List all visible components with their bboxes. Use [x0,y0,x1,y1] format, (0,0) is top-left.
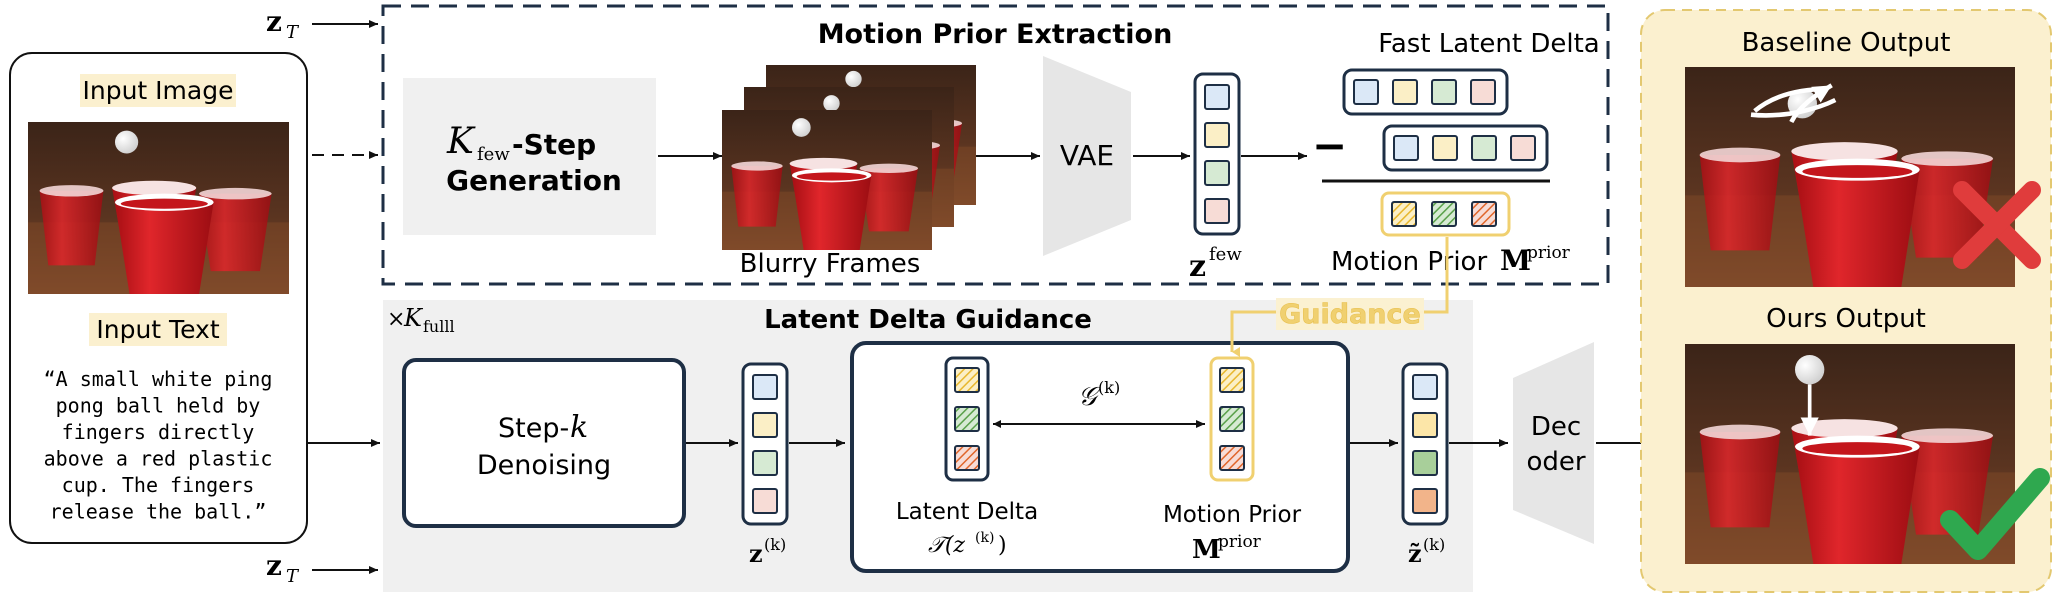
noise-input-top: z T [266,5,378,43]
zt-symbol-bottom: z [266,549,282,582]
decoder [1513,342,1594,544]
step-label: Step- [498,413,569,444]
latent-delta-formula-end: ) [998,533,1007,558]
input-prompt: “A small white ping pong ball held byfing… [44,367,273,524]
motion-prior-inner-label: Motion Prior [1163,502,1302,528]
baseline-output-image [1685,67,2041,287]
guidance-label: Guidance [1279,299,1421,330]
decoder-label-line2: oder [1526,447,1585,477]
z-tilde-latent: z̃ (k) [1401,362,1449,568]
blurry-frame-2 [744,87,954,227]
input-prompt-line: cup. The fingers [62,473,255,497]
motion-prior-column [1209,356,1255,482]
fast-latent-delta-title: Fast Latent Delta [1378,29,1599,59]
z-few-symbol: z [1189,249,1206,284]
motion-prior-title: Motion Prior Extraction [818,19,1173,50]
zt-symbol: z [266,5,282,38]
motion-prior-label: Motion Prior [1331,247,1487,277]
latent-delta-label: Latent Delta [896,499,1038,525]
z-tilde-symbol: z̃ [1408,539,1422,568]
cross-icon [1953,181,2041,269]
guidance-connector: Guidance [1230,237,1449,357]
latent-delta-title: Latent Delta Guidance [764,305,1092,335]
denoising-label: Denoising [477,450,611,481]
motion-prior-extraction-panel: Motion Prior Extraction K few -Step Gene… [381,4,1610,286]
input-image [28,122,289,294]
minus-sign: − [1312,121,1347,170]
z-tilde-superscript: (k) [1423,535,1445,554]
ours-output-label: Ours Output [1766,304,1926,334]
step-k-symbol: k [570,410,588,445]
baseline-output-label: Baseline Output [1742,28,1951,58]
blurry-frames-stack [722,65,976,250]
latent-delta-formula: 𝒯(z [928,533,965,558]
zt-subscript-bottom: T [286,566,300,587]
motion-prior-row [1380,191,1511,237]
z-few-superscript: few [1209,244,1242,265]
input-image-label-bg [80,74,236,107]
input-panel: Input Image Input Text “A small white pi… [9,52,308,544]
latent-delta-formula-sup: (k) [975,530,994,546]
fast-latent-row-1 [1342,68,1509,116]
g-superscript: (k) [1098,378,1120,397]
step-k-denoising-box [402,358,686,528]
blurry-frames-label: Blurry Frames [740,249,921,279]
input-text-label: Input Text [96,315,219,344]
times-symbol: × [387,307,405,332]
k-full-symbol: K [403,304,424,332]
z-few-latent: z few [1189,72,1242,284]
few-step-label: -Step [512,128,596,161]
input-prompt-line: fingers directly [62,420,255,444]
motion-prior-superscript: prior [1527,243,1571,263]
output-panel: Baseline Output Ours Output [1640,9,2052,593]
blurry-frame-3 [766,65,976,205]
latent-delta-guidance-panel: × K fulll Latent Delta Guidance Step- k … [383,300,1473,592]
noise-input-bottom: z T [266,549,378,587]
ping-pong-ball [115,130,139,154]
input-image-label: Input Image [83,76,234,105]
generation-label: Generation [446,164,622,197]
few-step-k-subscript: few [477,144,510,165]
g-symbol: 𝒢 [1078,382,1101,412]
vae-label: VAE [1060,139,1114,172]
decoder-label-line1: Dec [1531,412,1581,442]
input-prompt-line: “A small white ping [44,367,273,391]
vae-encoder [1043,56,1131,256]
few-step-k-symbol: K [446,121,476,162]
motion-prior-inner-superscript: prior [1218,532,1262,552]
input-prompt-line: pong ball held by [56,394,261,418]
motion-prior-inner-symbol: M [1192,535,1221,565]
input-text-label-bg [89,313,227,346]
latent-delta-column [944,356,990,482]
zk-latent: z (k) [741,362,789,568]
motion-prior-symbol: M [1500,244,1531,277]
zk-symbol: z [749,539,763,568]
blurry-frame-1 [722,110,932,250]
few-step-generation-box [403,78,656,235]
zk-superscript: (k) [764,535,786,554]
zt-subscript: T [286,22,300,43]
fast-latent-row-2 [1382,124,1549,172]
ours-output-image [1685,344,2050,564]
input-prompt-line: release the ball.” [50,500,267,524]
k-full-subscript: fulll [423,317,455,336]
input-prompt-line: above a red plastic [44,447,273,471]
check-icon [1940,468,2050,560]
